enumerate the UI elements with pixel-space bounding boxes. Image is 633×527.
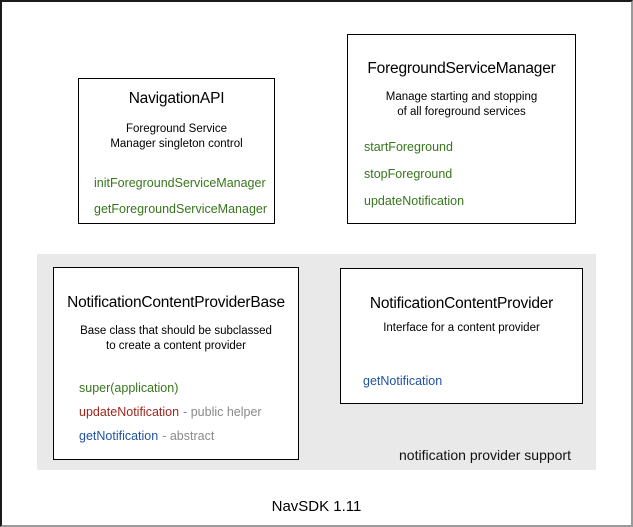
method-annotation: - public helper xyxy=(183,405,262,419)
method-stop-foreground: stopForeground xyxy=(364,167,453,181)
description-line: Interface for a content provider xyxy=(383,322,540,334)
method-get-foreground-service-manager: getForegroundServiceManager xyxy=(94,202,268,216)
method-list: getNotification xyxy=(363,373,442,389)
description-line: to create a content provider xyxy=(106,340,246,352)
method-label: getNotification xyxy=(79,429,159,443)
class-description: Foreground Service Manager singleton con… xyxy=(79,122,274,152)
class-box-foreground-service-manager: ForegroundServiceManager Manage starting… xyxy=(347,34,576,224)
method-init-foreground-service-manager: initForegroundServiceManager xyxy=(94,176,266,190)
class-description: Manage starting and stopping of all fore… xyxy=(348,90,575,120)
description-line: Base class that should be subclassed xyxy=(80,325,272,337)
method-list: super(application) updateNotification- p… xyxy=(79,380,262,452)
class-box-notification-content-provider: NotificationContentProvider Interface fo… xyxy=(340,268,583,404)
method-get-notification: getNotification- abstract xyxy=(79,428,262,444)
class-title: NotificationContentProviderBase xyxy=(67,294,285,311)
method-list: initForegroundServiceManager getForegrou… xyxy=(94,175,267,227)
method-label: super(application) xyxy=(79,381,179,395)
method-update-notification: updateNotification- public helper xyxy=(79,404,262,420)
diagram-caption: NavSDK 1.11 xyxy=(271,498,362,515)
class-title: NotificationContentProvider xyxy=(369,295,554,312)
class-box-notification-content-provider-base: NotificationContentProviderBase Base cla… xyxy=(53,267,299,460)
method-start-foreground: startForeground xyxy=(364,140,453,154)
method-annotation: - abstract xyxy=(162,429,215,443)
description-line: Manager singleton control xyxy=(110,138,243,150)
class-description: Interface for a content provider xyxy=(341,321,582,336)
description-line: Foreground Service xyxy=(126,123,227,135)
region-label: notification provider support xyxy=(399,447,571,463)
method-get-notification: getNotification xyxy=(363,374,443,388)
class-title: NavigationAPI xyxy=(128,90,225,107)
method-list: startForeground stopForeground updateNot… xyxy=(364,139,464,220)
method-update-notification: updateNotification xyxy=(364,194,465,208)
description-line: of all foreground services xyxy=(397,106,526,118)
class-title: ForegroundServiceManager xyxy=(367,60,556,77)
description-line: Manage starting and stopping xyxy=(385,91,538,103)
method-label: updateNotification xyxy=(79,405,180,419)
class-description: Base class that should be subclassed to … xyxy=(54,324,298,354)
method-super-application: super(application) xyxy=(79,380,262,396)
class-box-navigation-api: NavigationAPI Foreground Service Manager… xyxy=(78,78,275,224)
